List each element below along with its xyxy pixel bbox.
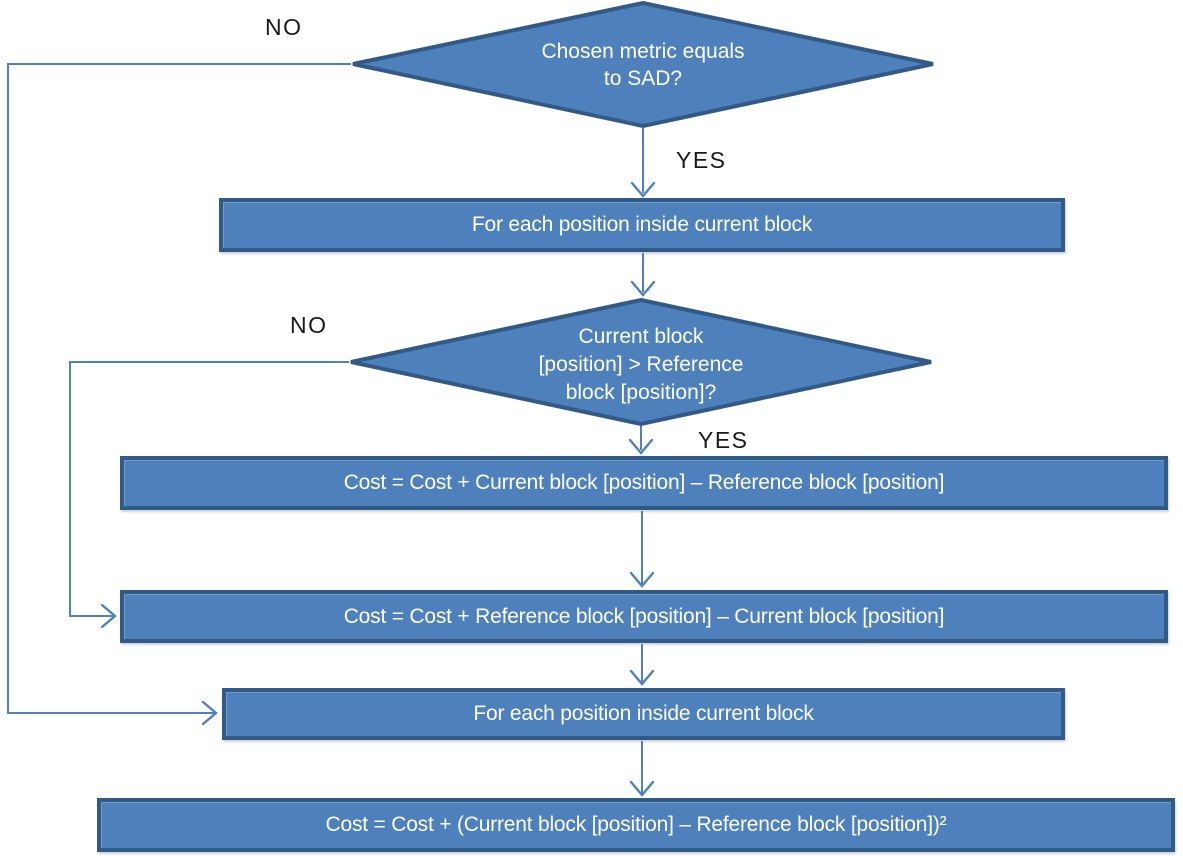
arrow-down-icon — [629, 780, 655, 797]
arrow-right-icon — [201, 700, 218, 726]
edge-label-no-1: NO — [265, 14, 303, 40]
edge-label-yes-1: YES — [676, 147, 727, 173]
edge-no-decision1 — [7, 63, 351, 714]
process-label: For each position inside current block — [473, 702, 814, 725]
edge-label-no-2: NO — [290, 312, 328, 338]
arrow-down-icon — [628, 438, 654, 455]
decision-current-vs-reference-shape — [350, 297, 932, 427]
arrow-down-icon — [629, 669, 655, 686]
process-for-each-position-1: For each position inside current block — [219, 198, 1065, 252]
edge-label-yes-2: YES — [698, 427, 749, 453]
process-label: Cost = Cost + Current block [position] –… — [343, 471, 945, 494]
process-for-each-position-2: For each position inside current block — [222, 688, 1065, 740]
arrow-down-icon — [630, 181, 656, 198]
process-label: Cost = Cost + Reference block [position]… — [343, 604, 945, 628]
process-cost-current-minus-reference: Cost = Cost + Current block [position] –… — [120, 456, 1168, 510]
process-label: Cost = Cost + (Current block [position] … — [325, 813, 947, 836]
arrow-down-icon — [630, 280, 656, 297]
process-cost-reference-minus-current: Cost = Cost + Reference block [position]… — [120, 590, 1168, 643]
arrow-right-icon — [100, 603, 117, 629]
arrow-down-icon — [629, 571, 655, 588]
decision-chosen-metric-shape — [352, 0, 934, 129]
process-cost-squared-difference: Cost = Cost + (Current block [position] … — [97, 798, 1175, 852]
edge-no-decision2 — [69, 361, 349, 617]
process-label: For each position inside current block — [471, 213, 813, 236]
